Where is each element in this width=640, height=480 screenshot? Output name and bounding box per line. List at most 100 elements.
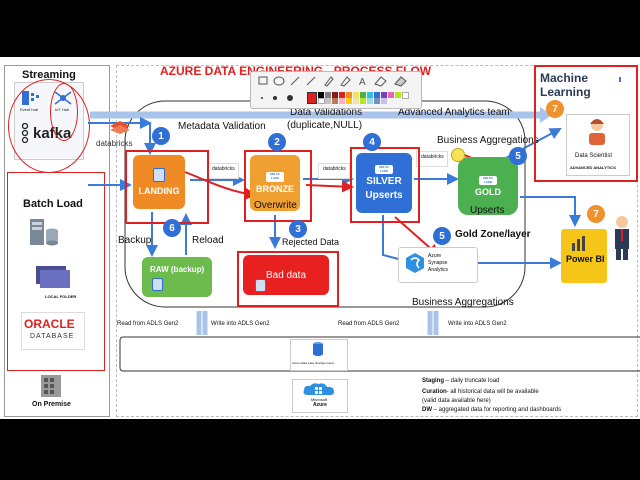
annotation-toolbar[interactable]: A [250, 71, 422, 109]
landing-box: LANDING [133, 155, 185, 209]
server-icon [28, 217, 60, 247]
line-tool-icon [290, 76, 300, 86]
gold-zone-label: Gold Zone/layer [455, 229, 531, 240]
databricks-logo-1 [105, 120, 135, 148]
iothub-highlight-ellipse [50, 83, 78, 141]
raw-backup-box: RAW (backup) [142, 257, 212, 297]
step-1-badge: 1 [152, 127, 170, 145]
step-5-badge-synapse: 5 [433, 227, 451, 245]
read-right-label: Read from ADLS Gen2 [338, 321, 400, 327]
data-scientist-avatar [585, 117, 609, 145]
step-2-badge: 2 [268, 133, 286, 151]
metadata-validation-label: Metadata Validation [178, 121, 266, 132]
oracle-label: ORACLE [24, 317, 75, 331]
note-curation-sub: (valid data available here) [422, 398, 491, 404]
landing-label: LANDING [138, 186, 180, 196]
reload-label: Reload [192, 235, 224, 246]
step-5-badge-gold: 5 [509, 147, 527, 165]
arrow-tool-icon [306, 76, 316, 86]
ml-label-1: Machine [540, 71, 589, 85]
adls-label: Azure Data Lake Storage Gen2 [292, 361, 334, 365]
on-premise-icon [38, 372, 64, 398]
batch-load-label: Batch Load [23, 198, 83, 210]
machine-learning-frame [534, 65, 638, 182]
batch-load-frame [7, 172, 105, 371]
bronze-label: BRONZE [256, 184, 294, 194]
step-4-badge: 4 [363, 133, 381, 151]
databricks-logo-4: databricks [416, 151, 448, 167]
synapse-label-1: Azure [428, 253, 442, 259]
synapse-icon [405, 252, 425, 274]
clear-tool-icon [394, 76, 407, 87]
advanced-team-label: Advanced Analytics team [398, 107, 510, 118]
business-agg-bottom-label: Business Aggregations [412, 297, 514, 308]
silver-frame [350, 147, 420, 223]
bad-data-frame [237, 251, 339, 307]
silver-label: SILVER [366, 176, 402, 187]
rejected-data-label: Rejected Data [282, 237, 340, 247]
toolbar-tools: A [258, 76, 407, 88]
gold-delta-icon: DELTA LAKE [479, 175, 497, 185]
bad-db-icon [255, 279, 266, 292]
oracle-box [21, 312, 85, 350]
backup-label: Backup [118, 235, 152, 246]
streaming-label: Streaming [22, 69, 76, 81]
note-curation: Curation- all historical data will be av… [422, 389, 539, 395]
note-staging: Staging – daily truncate load [422, 378, 500, 384]
powerbi-label: Power BI [566, 254, 605, 264]
synapse-label-3: Analytics [428, 267, 449, 273]
synapse-label-2: Synapse [428, 260, 448, 266]
database-label: DATABASE [30, 333, 75, 340]
businessman-icon [611, 215, 633, 261]
raw-backup-label: RAW (backup) [150, 265, 205, 274]
databricks-logo-2: databricks [207, 163, 239, 179]
step-7-badge-powerbi: 7 [587, 205, 605, 223]
on-premise-label: On Premise [32, 401, 71, 408]
bronze-frame [244, 150, 312, 222]
toolbar-color-palette[interactable] [307, 92, 417, 104]
business-agg-top-label: Business Aggregations [437, 135, 539, 146]
powerbi-icon [570, 235, 590, 251]
text-tool-icon: A [359, 77, 366, 88]
write-left-label: Write into ADLS Gen2 [211, 321, 270, 327]
local-folder-icon [34, 264, 74, 290]
silver-box: DELTA LAKE SILVER Upserts [356, 153, 412, 213]
gold-box: DELTA LAKE GOLD [458, 157, 518, 215]
databricks-logo-3: databricks [318, 163, 350, 179]
step-7-badge-ml: 7 [546, 100, 564, 118]
bronze-overwrite-label: Overwrite [254, 200, 297, 211]
cursor-highlight [451, 148, 465, 162]
step-3-badge: 3 [289, 220, 307, 238]
landing-db-icon [153, 168, 165, 182]
gold-label: GOLD [475, 186, 501, 197]
silver-upserts-label: Upserts [365, 190, 403, 201]
write-right-label: Write into ADLS Gen2 [448, 321, 507, 327]
databricks-label-1: databricks [96, 139, 133, 148]
microsoft-label: Microsoft [311, 397, 328, 402]
azure-label: Azure [313, 402, 327, 408]
silver-delta-icon: DELTA LAKE [375, 165, 393, 174]
read-left-label: Read from ADLS Gen2 [117, 321, 179, 327]
gold-upserts-label: Upserts [470, 205, 505, 216]
bronze-delta-icon: DELTA LAKE [266, 172, 284, 182]
local-folder-label: LOCAL FOLDER [45, 294, 77, 299]
diagram-canvas: AZURE DATA ENGINEERING - PROCESS FLOW St… [0, 57, 640, 419]
pen-tool-icon [324, 76, 334, 87]
data-validations-sub: (duplicate,NULL) [287, 120, 363, 131]
eraser-tool-icon [374, 76, 387, 87]
rectangle-tool-icon [258, 76, 268, 85]
ellipse-tool-icon [273, 76, 285, 86]
step-6-badge: 6 [163, 219, 181, 237]
data-scientist-label: Data Scientist [575, 153, 613, 159]
bad-data-label: Bad data [265, 269, 307, 281]
ml-label-2: Learning [540, 85, 591, 99]
note-dw: DW – aggregated data for reporting and d… [422, 407, 562, 413]
data-validations-label: Data Validations [290, 107, 363, 118]
raw-db-icon [152, 278, 163, 291]
main-panel [116, 65, 638, 417]
adls-icon [312, 341, 324, 357]
azure-cloud-icon [302, 382, 336, 396]
toolbar-sizes[interactable] [259, 94, 299, 102]
bronze-box: DELTA LAKE BRONZE [250, 155, 300, 211]
